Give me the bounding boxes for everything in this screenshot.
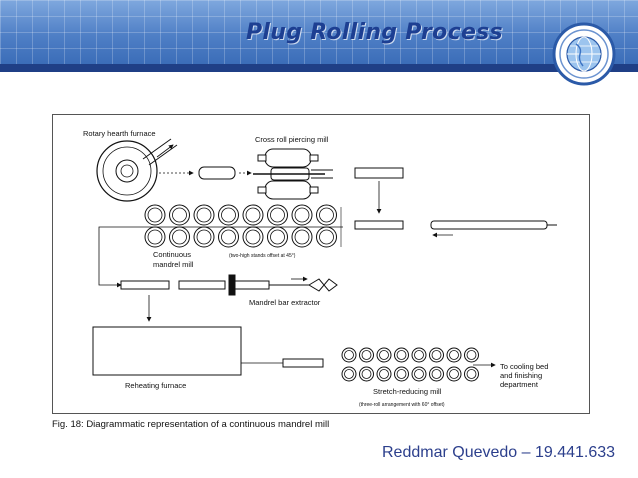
mandrel-mill-stands-lower xyxy=(144,226,337,248)
tube-on-mandrel xyxy=(354,220,557,230)
continuous-label: Continuous xyxy=(153,250,191,259)
figure-caption: Fig. 18: Diagrammatic representation of … xyxy=(52,419,330,430)
mandrel-stand-roll-groove xyxy=(196,229,212,245)
mandrel-stand-roll-groove xyxy=(245,207,261,223)
srm-stand-roll xyxy=(446,347,462,363)
mandrel-mill-label: mandrel mill xyxy=(153,260,194,269)
srm-stand-roll-groove xyxy=(344,350,354,360)
srm-stand-roll-groove xyxy=(449,369,459,379)
srm-stand-roll xyxy=(359,366,374,382)
srm-stand-roll-groove xyxy=(379,369,389,379)
mandrel-stand-roll-groove xyxy=(196,207,212,223)
srm-stand-roll xyxy=(341,366,357,382)
flow-line-return xyxy=(98,226,343,288)
piercing-mill-label: Cross roll piercing mill xyxy=(255,135,329,144)
srm-stand-roll xyxy=(464,347,479,363)
figure-frame: Rotary hearth furnace Cross roll piercin… xyxy=(52,114,590,414)
srm-stand-roll-groove xyxy=(431,369,442,379)
srm-stand-roll-groove xyxy=(431,350,442,360)
reheating-furnace-label: Reheating furnace xyxy=(125,381,186,390)
slide-title: Plug Rolling Process xyxy=(246,20,503,45)
mandrel-mill-diagram: Rotary hearth furnace Cross roll piercin… xyxy=(83,129,557,408)
srm-stand-roll-groove xyxy=(466,369,477,379)
mandrel-stand-roll-groove xyxy=(147,229,163,245)
mandrel-stand-roll-groove xyxy=(270,229,285,245)
mandrel-stand-roll-groove xyxy=(294,207,310,223)
mandrel-stand-roll-groove xyxy=(270,207,285,223)
mandrel-stand-roll-groove xyxy=(245,229,261,245)
srm-stand-roll xyxy=(359,347,374,363)
stretch-reducing-label: Stretch-reducing mill xyxy=(373,387,442,396)
srm-stand-roll-groove xyxy=(344,369,354,379)
srm-stand-roll xyxy=(429,366,444,382)
srm-stand-roll-groove xyxy=(414,350,424,360)
cooling-label-1: To cooling bed xyxy=(500,362,548,371)
billet xyxy=(198,166,236,180)
header-stripe xyxy=(0,64,638,72)
reheating-furnace-box xyxy=(92,326,242,376)
mandrel-stand-roll-groove xyxy=(319,207,334,223)
mandrel-stand-roll-groove xyxy=(172,229,187,245)
mandrel-stand-roll-groove xyxy=(319,229,334,245)
mandrel-extraction-row xyxy=(120,274,338,296)
srm-stand-roll xyxy=(411,347,427,363)
stretch-reducing-stands-lower xyxy=(341,366,479,382)
srm-stand-roll xyxy=(394,366,409,382)
srm-stand-roll-groove xyxy=(361,350,372,360)
mandrel-stand-roll-groove xyxy=(172,207,187,223)
srm-stand-roll-groove xyxy=(379,350,389,360)
author-credit: Reddmar Quevedo – 19.441.633 xyxy=(382,444,616,461)
srm-stand-roll xyxy=(394,347,409,363)
cooling-label-3: department xyxy=(500,380,539,389)
srm-stand-roll xyxy=(376,347,392,363)
pierced-shell xyxy=(354,167,404,179)
furnace-label: Rotary hearth furnace xyxy=(83,129,156,138)
srm-stand-roll xyxy=(446,366,462,382)
extractor-label: Mandrel bar extractor xyxy=(249,298,321,307)
slide-header-band xyxy=(0,0,638,64)
srm-stand-roll-groove xyxy=(466,350,477,360)
rotary-hearth-furnace xyxy=(96,138,178,202)
srm-stand-roll-groove xyxy=(396,369,407,379)
cooling-label-2: and finishing xyxy=(500,371,542,380)
header-grid-pattern xyxy=(0,0,638,64)
mandrel-stand-roll-groove xyxy=(221,207,236,223)
stretch-reducing-stands-upper xyxy=(341,347,479,363)
mandrel-stand-roll-groove xyxy=(147,207,163,223)
reheated-tube xyxy=(282,358,324,368)
srm-stand-roll-groove xyxy=(361,369,372,379)
srm-stand-roll xyxy=(341,347,357,363)
cross-roll-piercing-mill xyxy=(253,148,333,200)
srm-stand-roll xyxy=(429,347,444,363)
two-high-note: (two-high stands offset at 45°) xyxy=(229,253,296,259)
srm-stand-roll xyxy=(464,366,479,382)
srm-stand-roll xyxy=(376,366,392,382)
globe-icon xyxy=(552,22,616,86)
srm-stand-roll-groove xyxy=(396,350,407,360)
srm-stand-roll-groove xyxy=(449,350,459,360)
mandrel-stand-roll-groove xyxy=(221,229,236,245)
mandrel-stand-roll-groove xyxy=(294,229,310,245)
srm-stand-roll-groove xyxy=(414,369,424,379)
mandrel-mill-stands-upper xyxy=(144,204,337,226)
three-roll-note: (three-roll arrangement with 60° offset) xyxy=(359,402,445,408)
srm-stand-roll xyxy=(411,366,427,382)
